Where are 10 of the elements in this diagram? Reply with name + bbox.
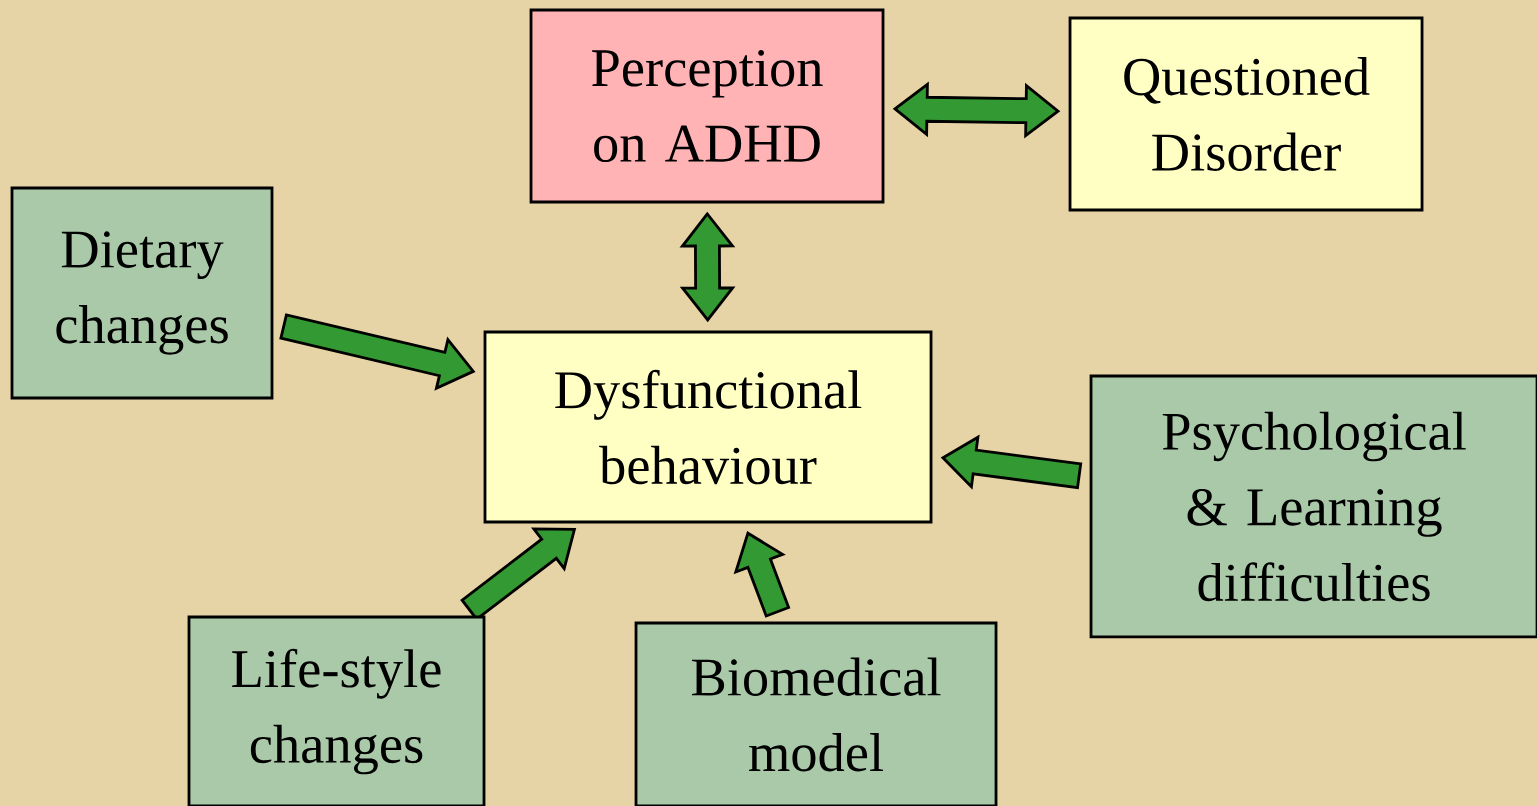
text-box: Questioned Disorder — [1068, 16, 1424, 212]
block-arrow — [940, 434, 1083, 490]
text-box: Biomedical model — [634, 621, 998, 806]
text-box: Perception on ADHD — [529, 8, 885, 204]
text-box: Dysfunctional behaviour — [483, 330, 933, 524]
text-box: Psychological & Learning difficulties — [1089, 374, 1537, 639]
block-arrow — [279, 313, 476, 391]
text-box: Dietary changes — [10, 186, 274, 400]
text-box: Life-style changes — [187, 615, 486, 806]
block-arrow — [733, 531, 791, 618]
